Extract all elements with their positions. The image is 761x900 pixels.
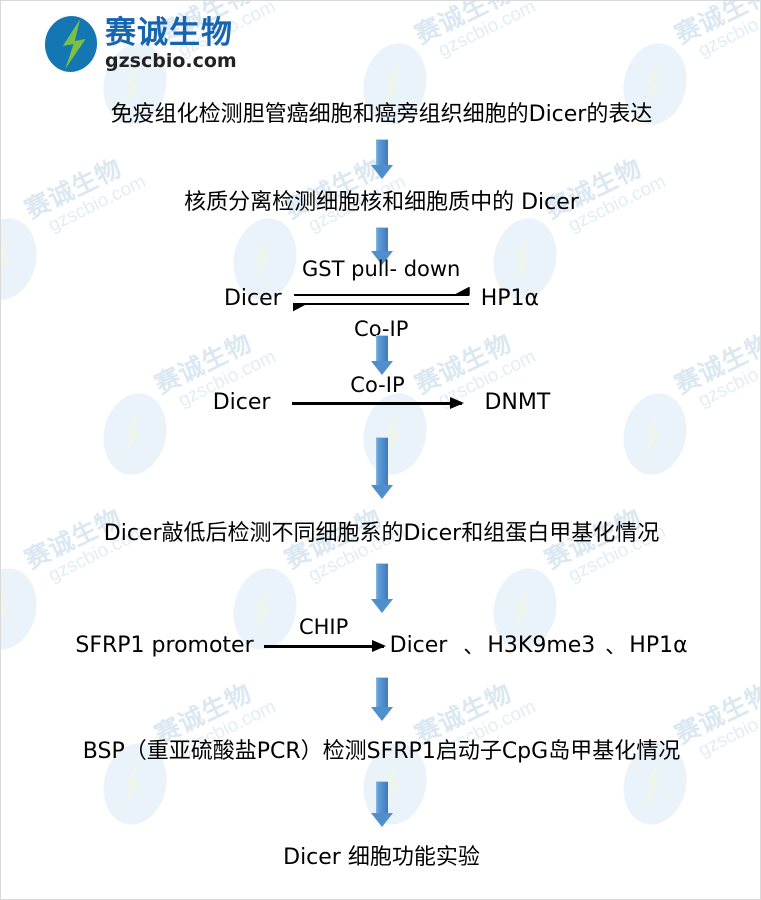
product-label-2: H3K9me3 [487,633,596,658]
watermark-text-cn: 赛诚生物 [670,1,760,50]
flow-step-ihc: 免疫组化检测胆管癌细胞和癌旁组织细胞的Dicer的表达 [1,97,760,133]
reaction-label-top: Co-IP [350,372,405,397]
flow-step-chip-sfrp1: SFRP1 promoter CHIP Dicer 、 H3K9me3 、 HP… [1,615,760,667]
reaction-chip-sfrp1: SFRP1 promoter CHIP Dicer 、 H3K9me3 、 HP… [75,615,688,667]
flow-connector-4 [1,423,760,515]
reaction-arrow-icon: Co-IP [292,373,465,409]
flow-step-nuclear-cytoplasmic-separation: 核质分离检测细胞核和细胞质中的 Dicer [1,185,760,221]
reactant-label: Dicer [212,390,271,415]
flow-step-bsp: BSP（重亚硫酸盐PCR）检测SFRP1启动子CpG岛甲基化情况 [1,733,760,771]
product-label-3: HP1α [629,633,688,658]
flow-connector-5 [1,553,760,625]
flow-connector-2 [1,221,760,271]
down-arrow-icon [370,437,393,499]
reactant-label: Dicer [223,286,282,311]
down-arrow-icon [370,335,393,375]
flow-step-dicer-dnmt: Dicer Co-IP DNMT [1,373,760,423]
lightning-oval-logo-icon [41,12,101,76]
flow-step-label: BSP（重亚硫酸盐PCR）检测SFRP1启动子CpG岛甲基化情况 [82,739,681,764]
flow-step-dicer-cell-function: Dicer 细胞功能实验 [1,839,760,877]
flow-connector-1 [1,133,760,185]
flow-step-label: Dicer敲低后检测不同细胞系的Dicer和组蛋白甲基化情况 [103,521,660,546]
logo-company-url: gzscbio.com [105,49,237,72]
flow-step-dicer-knockdown: Dicer敲低后检测不同细胞系的Dicer和组蛋白甲基化情况 [1,515,760,553]
flowchart-body: 免疫组化检测胆管癌细胞和癌旁组织细胞的Dicer的表达 核质分离检测细胞核和细胞… [1,97,760,877]
down-arrow-icon [370,677,393,721]
flow-step-label: 免疫组化检测胆管癌细胞和癌旁组织细胞的Dicer的表达 [110,102,653,127]
flow-connector-6 [1,667,760,733]
logo-company-name: 赛诚生物 [105,14,233,51]
down-arrow-icon [370,563,393,613]
down-arrow-icon [370,139,393,179]
down-arrow-icon [370,227,393,265]
product-separator: 、 [463,634,485,658]
flow-connector-3 [1,327,760,383]
watermark-text-cn: 赛诚生物 [410,1,517,50]
product-label: HP1α [480,286,540,311]
company-logo: 赛诚生物 gzscbio.com [41,12,237,76]
product-label: DNMT [484,390,551,415]
reaction-dicer-hp1a: Dicer GST pull- down Co-IP HP1α [223,257,540,341]
flow-connector-7 [1,771,760,839]
watermark-text-en: gzscbio.com [695,1,760,62]
logo-text-block: 赛诚生物 gzscbio.com [105,14,237,72]
reaction-label-top: CHIP [298,614,349,639]
reaction-dicer-dnmt: Dicer Co-IP DNMT [212,373,551,423]
watermark-text-en: gzscbio.com [435,1,540,62]
reaction-arrow-icon: CHIP [263,615,386,652]
reaction-label-top: GST pull- down [302,256,461,281]
reactant-label: SFRP1 promoter [75,633,254,658]
product-label-1: Dicer [389,633,448,658]
flow-step-label: 核质分离检测细胞核和细胞质中的 Dicer [184,190,579,215]
equilibrium-arrow-icon: GST pull- down Co-IP [292,257,470,341]
product-separator: 、 [605,634,627,658]
down-arrow-icon [370,781,393,827]
flow-step-dicer-hp1a: Dicer GST pull- down Co-IP HP1α [1,257,760,341]
watermark-text: 赛诚生物 gzscbio.com [668,1,760,68]
flow-step-label: Dicer 细胞功能实验 [283,845,480,870]
watermark-text: 赛诚生物 gzscbio.com [408,1,540,68]
